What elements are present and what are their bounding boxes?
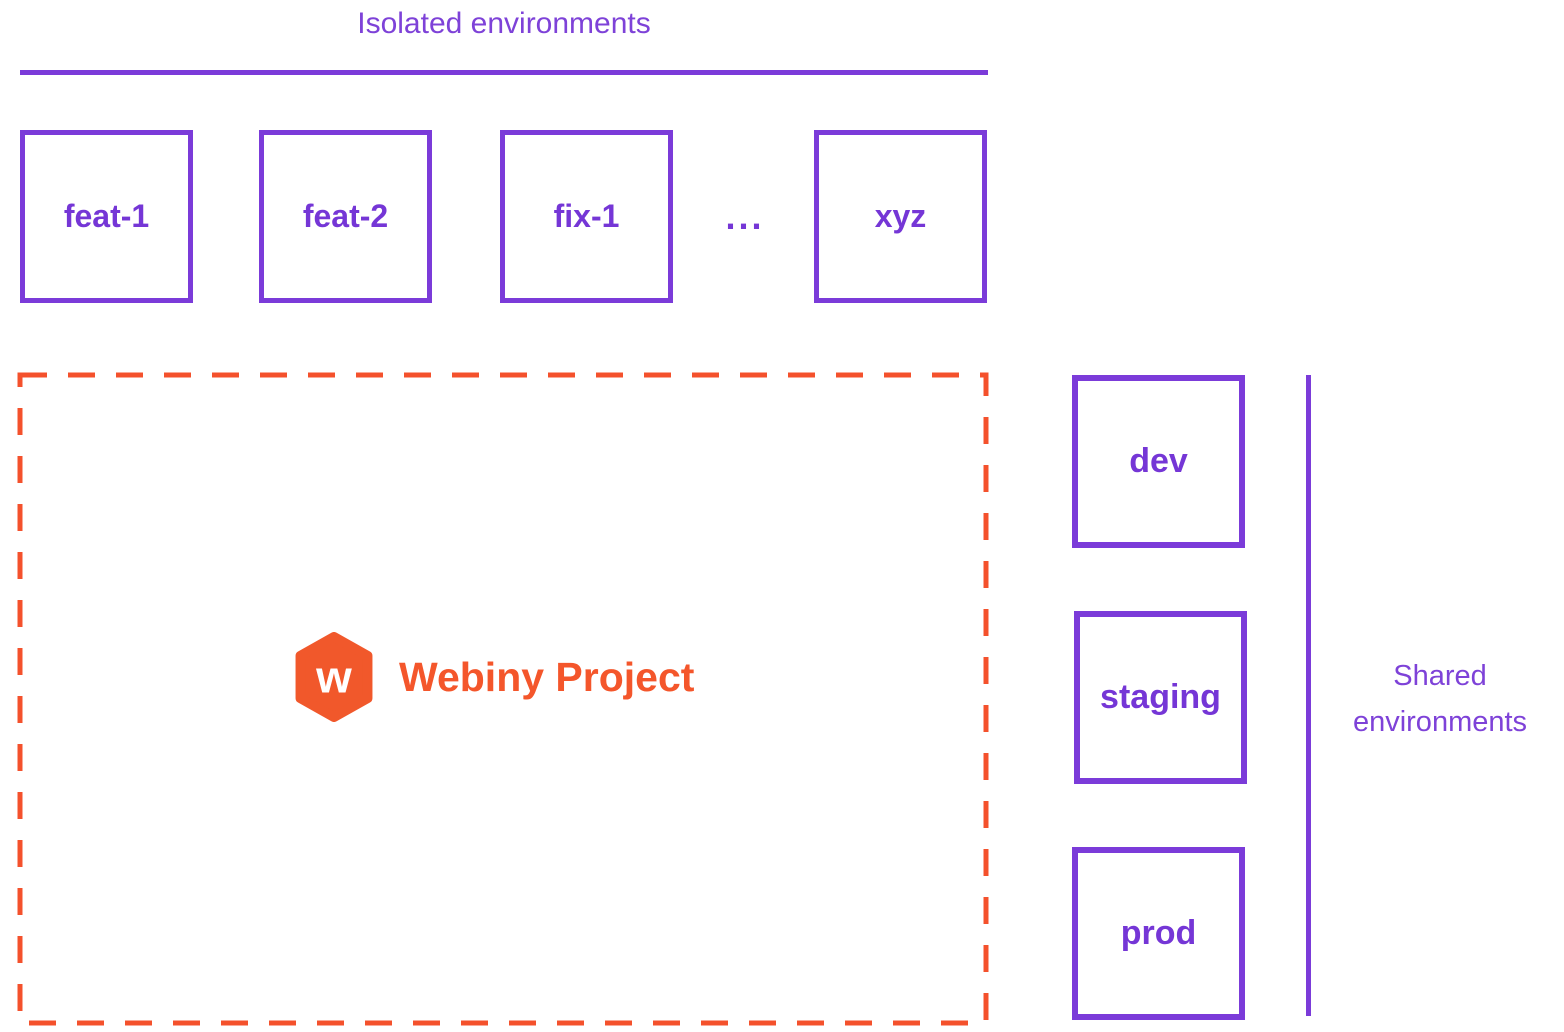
isolated-environments-bracket-line bbox=[20, 70, 988, 75]
shared-environments-label: Shared environments bbox=[1352, 660, 1528, 738]
shared-environments-bracket-line bbox=[1306, 375, 1311, 1016]
isolated-environments-title: Isolated environments bbox=[357, 7, 651, 40]
webiny-project-dashed-border bbox=[17, 372, 989, 1026]
shared-box-dev: dev bbox=[1072, 375, 1245, 548]
more-environments-ellipsis: ... bbox=[725, 195, 765, 237]
webiny-project-brand: w Webiny Project bbox=[293, 632, 694, 722]
env-box-label: fix-1 bbox=[553, 198, 620, 234]
shared-box-label: prod bbox=[1120, 914, 1197, 952]
env-box-label: feat-2 bbox=[302, 198, 389, 234]
webiny-logo-icon: w bbox=[295, 632, 373, 722]
shared-box-staging: staging bbox=[1074, 611, 1247, 784]
env-box-label: xyz bbox=[874, 198, 927, 234]
webiny-logo-letter: w bbox=[315, 652, 352, 703]
env-box-xyz: xyz bbox=[814, 130, 987, 303]
shared-box-prod: prod bbox=[1072, 847, 1245, 1020]
env-box-feat-2: feat-2 bbox=[259, 130, 432, 303]
env-box-label: feat-1 bbox=[63, 198, 150, 234]
shared-box-label: dev bbox=[1129, 442, 1188, 480]
env-box-feat-1: feat-1 bbox=[20, 130, 193, 303]
shared-box-label: staging bbox=[1100, 678, 1221, 716]
env-box-fix-1: fix-1 bbox=[500, 130, 673, 303]
webiny-project-title: Webiny Project bbox=[399, 653, 695, 700]
